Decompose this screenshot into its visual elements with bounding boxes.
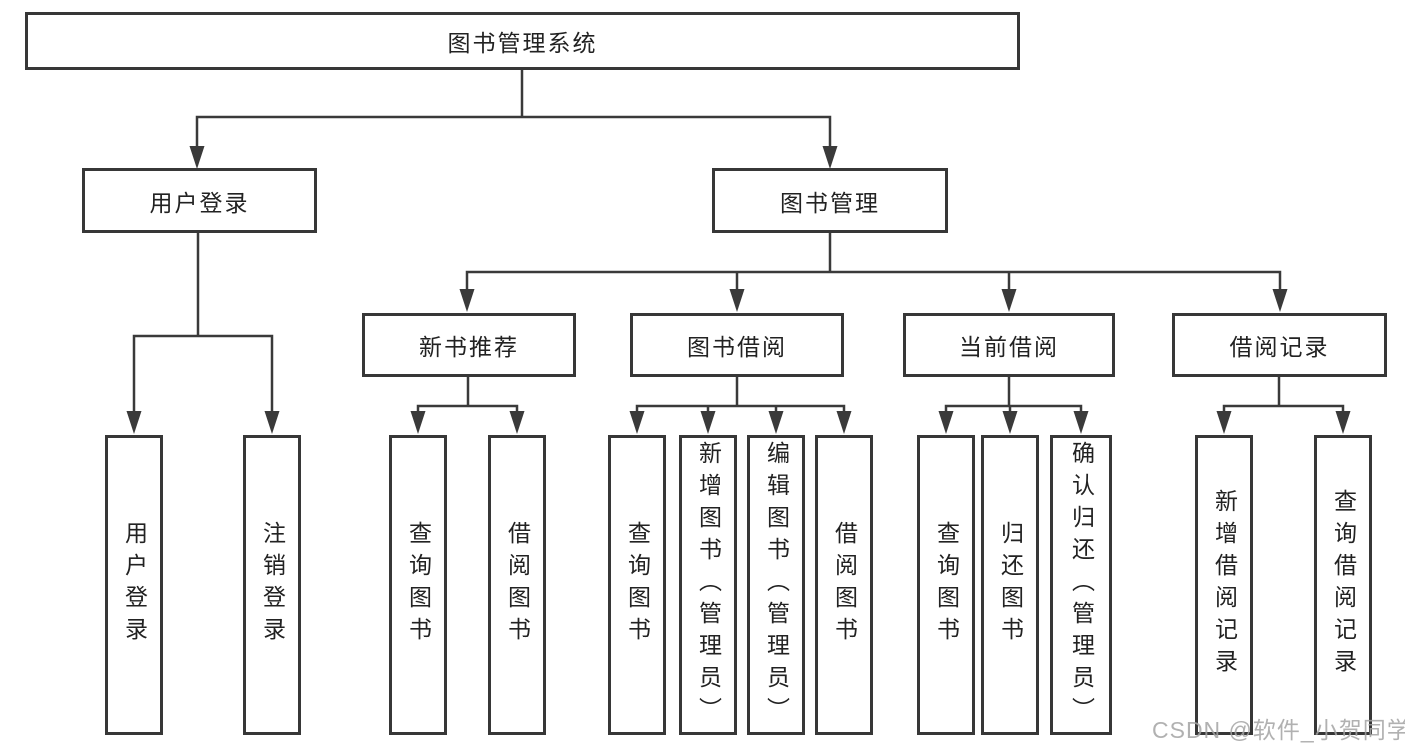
watermark: CSDN @软件_小贺同学 [1152,717,1405,743]
node-query-books-1: 查询图书 [389,435,447,735]
node-borrowing-records: 借阅记录 [1172,313,1387,377]
node-book-management: 图书管理 [712,168,948,233]
arrowheads [126,146,1351,434]
tree-lines [132,66,1345,414]
node-current-borrowing: 当前借阅 [903,313,1115,377]
node-query-borrow-record: 查询借阅记录 [1314,435,1372,735]
node-edit-books-admin: 编辑图书（管理员） [747,435,805,735]
node-query-books-3: 查询图书 [917,435,975,735]
node-book-borrowing: 图书借阅 [630,313,844,377]
node-user-login: 用户登录 [82,168,317,233]
node-add-books-admin: 新增图书（管理员） [679,435,737,735]
node-return-books: 归还图书 [981,435,1039,735]
node-logout: 注销登录 [243,435,301,735]
node-borrow-books-2: 借阅图书 [815,435,873,735]
node-new-book-recommend: 新书推荐 [362,313,576,377]
node-user-login-leaf: 用户登录 [105,435,163,735]
node-query-books-2: 查询图书 [608,435,666,735]
node-root: 图书管理系统 [25,12,1020,70]
node-confirm-return-admin: 确认归还（管理员） [1050,435,1112,735]
node-borrow-books-1: 借阅图书 [488,435,546,735]
node-add-borrow-record: 新增借阅记录 [1195,435,1253,735]
